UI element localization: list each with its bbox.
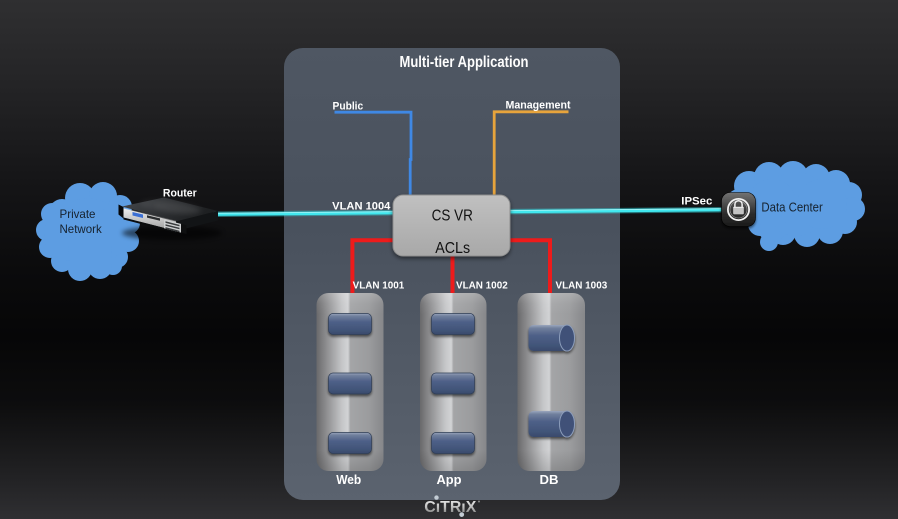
svg-text:VLAN 1002: VLAN 1002 — [456, 280, 508, 291]
svg-text:CS VR: CS VR — [432, 207, 473, 224]
svg-text:DB: DB — [540, 473, 559, 487]
svg-text:VLAN 1003: VLAN 1003 — [556, 280, 608, 291]
svg-text:Public: Public — [333, 100, 364, 112]
svg-text:VLAN 1001: VLAN 1001 — [353, 280, 405, 291]
svg-text:App: App — [437, 473, 462, 487]
svg-text:Router: Router — [163, 187, 198, 199]
svg-text:Network: Network — [60, 222, 103, 236]
svg-text:Data Center: Data Center — [761, 199, 823, 214]
svg-text:CıTRıX: CıTRıX — [424, 499, 476, 516]
svg-text:VLAN 1004: VLAN 1004 — [332, 200, 391, 212]
svg-text:IPSec: IPSec — [681, 195, 712, 207]
svg-text:ACLs: ACLs — [435, 240, 470, 257]
svg-text:Multi-tier Application: Multi-tier Application — [400, 54, 529, 71]
svg-text:Private: Private — [60, 207, 96, 221]
svg-text:Management: Management — [506, 99, 571, 111]
svg-text:Web: Web — [336, 473, 361, 487]
